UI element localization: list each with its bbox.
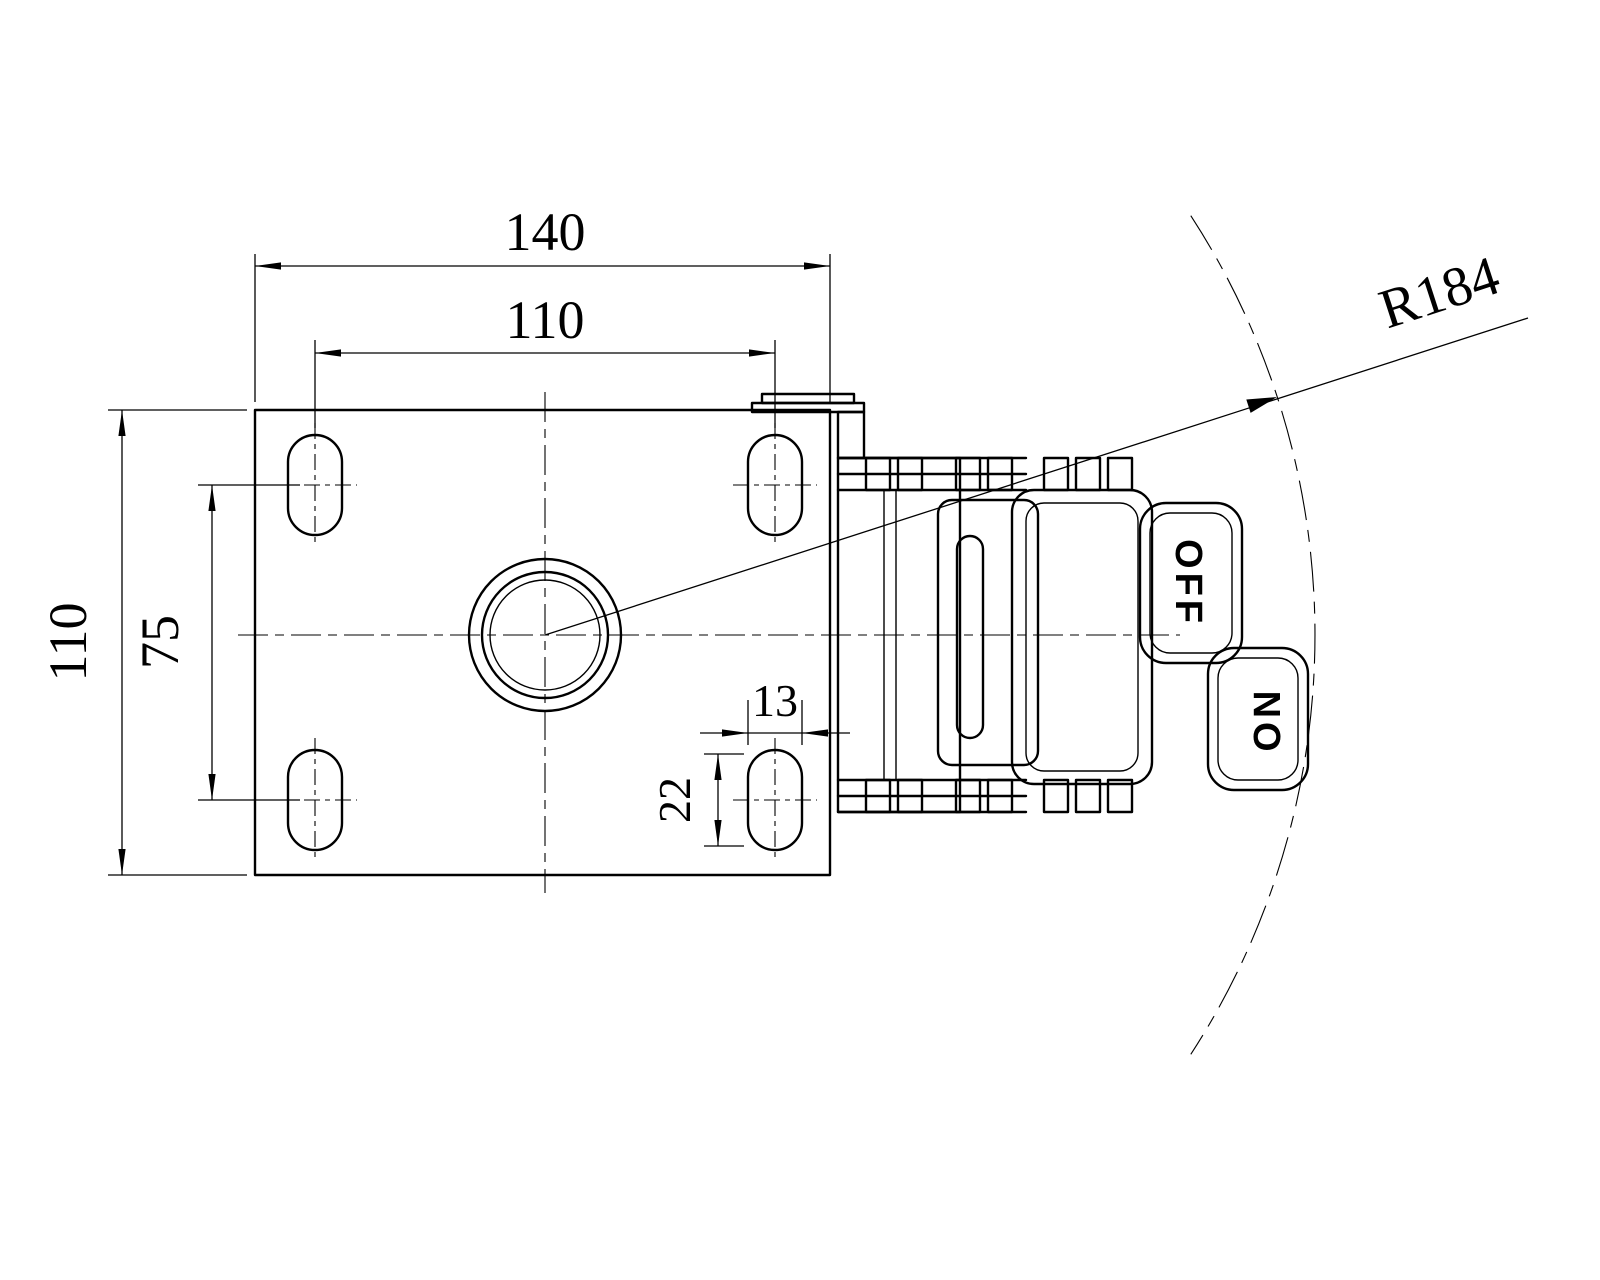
dim-75-label: 75 xyxy=(130,615,190,669)
bolt-head xyxy=(1074,778,1102,814)
dimension-slot-length: 22 xyxy=(649,753,744,847)
plate-outline xyxy=(253,408,832,877)
brake-body-inner xyxy=(1025,502,1139,772)
swivel-radius-arc xyxy=(1190,215,1316,1055)
bolt-slot-top-right xyxy=(746,433,804,537)
bolt-head xyxy=(986,456,1014,492)
bolt-head xyxy=(1106,778,1134,814)
swivel-assembly: OFF ON xyxy=(750,392,1310,814)
pedal-on-inset xyxy=(1217,657,1299,781)
dimension-swivel-radius: R184 xyxy=(544,245,1529,636)
dimension-plate-depth: 110 xyxy=(38,409,247,876)
pedal-on-label: ON xyxy=(1247,687,1289,752)
bolt-slot-bottom-right xyxy=(746,748,804,852)
dimension-hole-spacing-width: 110 xyxy=(314,290,776,428)
dimension-plate-width: 140 xyxy=(254,202,831,402)
kingpin-middle-circle xyxy=(480,570,610,700)
dim-13-label: 13 xyxy=(752,675,798,726)
brake-body-outer xyxy=(1010,488,1154,786)
brake-pedal-off: OFF xyxy=(1138,501,1244,665)
dimension-hole-spacing-depth: 75 xyxy=(130,484,300,801)
radius-arrowhead xyxy=(1246,397,1277,413)
radius-arc xyxy=(1190,215,1316,1055)
brake-pedal-on: ON xyxy=(1206,646,1310,792)
dimension-slot-width: 13 xyxy=(700,675,850,745)
pedal-off-inset xyxy=(1149,512,1233,654)
pedal-off-outline xyxy=(1138,501,1244,665)
kingpin-outer-circle xyxy=(467,557,623,713)
bolt-head xyxy=(986,778,1014,814)
mounting-plate xyxy=(253,408,832,877)
pedal-on-outline xyxy=(1206,646,1310,792)
bolt-head xyxy=(1042,778,1070,814)
dim-110-top-label: 110 xyxy=(506,290,585,350)
spring-housing xyxy=(936,498,1040,767)
bolt-head xyxy=(896,778,924,814)
dim-110-left-label: 110 xyxy=(38,603,98,682)
bolt-head xyxy=(864,456,892,492)
dim-r184-label: R184 xyxy=(1372,245,1507,341)
bolt-head xyxy=(1042,456,1070,492)
bolt-head xyxy=(954,456,982,492)
grease-fitting-tab xyxy=(760,392,856,405)
dim-22-label: 22 xyxy=(649,777,700,823)
dim-140-label: 140 xyxy=(505,202,586,262)
bolt-head xyxy=(1106,456,1134,492)
bolt-head xyxy=(954,778,982,814)
kingpin-inner-circle xyxy=(489,579,601,691)
pedal-off-label: OFF xyxy=(1167,539,1209,627)
swivel-neck xyxy=(836,410,866,460)
grease-fitting-base xyxy=(750,401,866,414)
bolt-head xyxy=(864,778,892,814)
bolt-head xyxy=(896,456,924,492)
radius-leader-line xyxy=(544,317,1529,636)
spring-slot xyxy=(955,534,985,740)
